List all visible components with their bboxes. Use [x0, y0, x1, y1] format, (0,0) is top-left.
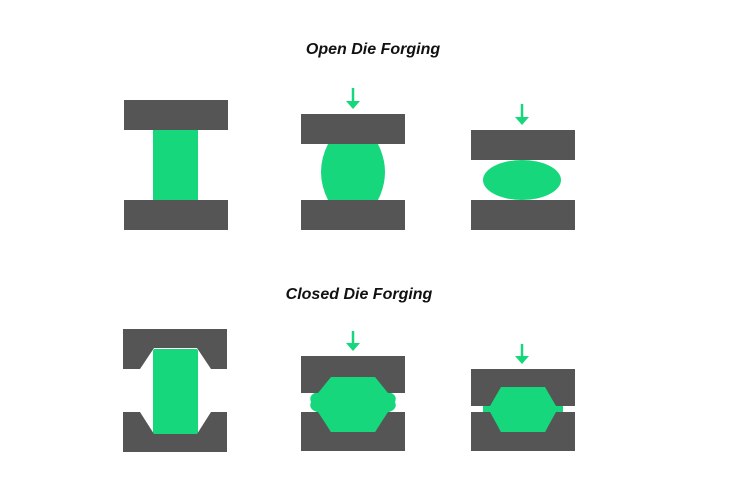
lower-die: [123, 412, 227, 452]
open-die-stage-3: [471, 104, 575, 230]
down-arrow-icon: [346, 88, 360, 109]
workpiece: [153, 349, 198, 435]
workpiece: [153, 130, 198, 200]
workpiece: [321, 144, 385, 200]
upper-die: [123, 329, 227, 369]
upper-die: [301, 356, 405, 393]
workpiece: [483, 160, 561, 200]
upper-die: [471, 369, 575, 406]
upper-die: [124, 100, 228, 130]
closed-die-stage-2: [301, 331, 405, 451]
upper-die: [301, 114, 405, 144]
closed-die-stage-1: [123, 329, 227, 452]
upper-die: [471, 130, 575, 160]
workpiece: [483, 386, 563, 432]
lower-die: [471, 412, 575, 451]
lower-die: [301, 412, 405, 451]
lower-die: [124, 200, 228, 230]
lower-die: [301, 200, 405, 230]
workpiece: [310, 376, 396, 432]
down-arrow-icon: [346, 331, 360, 351]
open-die-forging-title: Open Die Forging: [305, 41, 441, 58]
closed-die-stage-3: [471, 344, 575, 451]
down-arrow-icon: [515, 344, 529, 364]
closed-die-forging-title: Closed Die Forging: [285, 286, 433, 303]
open-die-stage-1: [124, 100, 228, 230]
lower-die: [471, 200, 575, 230]
open-die-stage-2: [301, 88, 405, 230]
down-arrow-icon: [515, 104, 529, 125]
